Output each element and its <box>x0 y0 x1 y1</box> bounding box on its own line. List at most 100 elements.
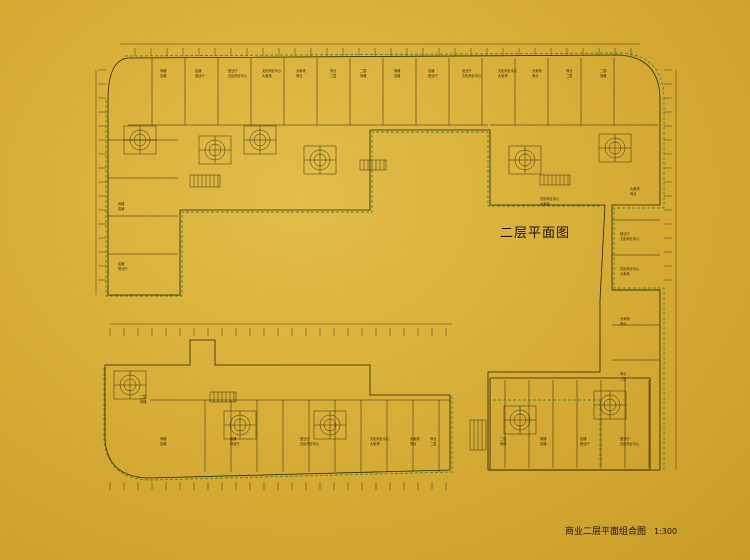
room-tag: 商业 <box>620 371 626 376</box>
escalator-frame <box>189 174 221 188</box>
room-tag: 二层 <box>140 394 146 399</box>
stair-core <box>598 133 632 163</box>
escalator <box>539 174 571 186</box>
room-tag: 商业 <box>566 68 572 73</box>
room-tag: 营业厅 <box>230 441 240 446</box>
room-tag: 二层 <box>500 436 506 441</box>
room-tag: 商业 <box>330 68 336 73</box>
room-tag: 营业厅 <box>462 68 472 73</box>
room-tag: 文化商业中心 <box>620 441 640 446</box>
room-tag: 文化商业中心 <box>228 73 248 78</box>
room-tags: 商铺店铺店铺营业厅营业厅文化商业中心文化商业中心大卖场大卖场商业商业二层二层商铺… <box>118 68 640 446</box>
room-tag: 商铺 <box>500 441 507 446</box>
room-tag: 店铺 <box>540 441 547 446</box>
room-tag: 店铺 <box>118 206 125 211</box>
drawing-title: 商业二层平面组合图 1:300 <box>565 524 677 537</box>
room-tag: 文化商业中心 <box>620 266 640 271</box>
room-tag: 店铺 <box>230 436 237 441</box>
core-fixtures <box>113 125 632 451</box>
room-tag: 大卖场 <box>296 68 306 73</box>
room-tag: 大卖场 <box>620 316 630 321</box>
boundary-line <box>488 399 601 470</box>
room-tag: 商铺 <box>360 73 367 78</box>
room-tag: 二层 <box>360 68 366 73</box>
room-tag: 营业厅 <box>580 441 590 446</box>
stair-core <box>223 410 257 440</box>
room-tag: 文化商业中心 <box>262 68 282 73</box>
stair-core <box>198 135 232 165</box>
boundary-line <box>124 52 665 472</box>
plan-walls <box>104 54 661 479</box>
room-tag: 营业厅 <box>620 231 630 236</box>
escalator-frame <box>359 159 387 171</box>
room-tag: 大卖场 <box>630 186 640 191</box>
room-tag: 商业 <box>620 321 626 326</box>
room-tag: 二层 <box>566 73 572 78</box>
room-tag: 店铺 <box>160 441 167 446</box>
room-tag: 二层 <box>430 441 436 446</box>
room-tag: 大卖场 <box>498 73 508 78</box>
room-tag: 商铺 <box>140 399 147 404</box>
room-tag: 店铺 <box>195 68 202 73</box>
room-tag: 文化商业中心 <box>620 236 640 241</box>
room-tag: 文化商业中心 <box>462 73 482 78</box>
room-tag: 大卖场 <box>262 73 272 78</box>
escalator <box>359 159 387 171</box>
room-tag: 商业 <box>410 441 416 446</box>
room-tag: 店铺 <box>428 68 435 73</box>
room-tag: 营业厅 <box>300 436 310 441</box>
wall-outline <box>107 54 661 471</box>
room-tag: 商业 <box>630 191 636 196</box>
wall-outline <box>489 377 651 471</box>
room-tag: 商铺 <box>160 68 167 73</box>
stair-core <box>593 390 627 420</box>
room-tag: 文化商业中心 <box>370 436 390 441</box>
room-tag: 店铺 <box>160 73 167 78</box>
stair-core <box>303 145 337 175</box>
room-tag: 营业厅 <box>118 266 128 271</box>
stair-core <box>113 370 147 400</box>
stair-core <box>313 410 347 440</box>
room-tag: 商业 <box>296 73 302 78</box>
room-tag: 大卖场 <box>410 436 420 441</box>
room-tag: 文化商业中心 <box>540 196 560 201</box>
stair-core <box>508 145 542 175</box>
room-tag: 二层 <box>620 376 626 381</box>
room-tag: 商铺 <box>394 68 401 73</box>
room-tag: 大卖场 <box>540 201 550 206</box>
drawing-scale: 1:300 <box>654 527 678 536</box>
room-tag: 商业 <box>532 73 538 78</box>
center-plan-label: 二层平面图 <box>500 226 571 241</box>
stair-core <box>123 125 157 155</box>
room-tag: 商业 <box>430 436 436 441</box>
green-boundary <box>103 52 665 481</box>
grid-axes <box>95 43 677 490</box>
escalator-frame <box>539 174 571 186</box>
room-tag: 大卖场 <box>532 68 542 73</box>
boundary-line <box>103 368 453 481</box>
room-tag: 商铺 <box>600 73 607 78</box>
store-partitions <box>108 58 660 472</box>
stair-core <box>503 405 537 435</box>
room-tag: 店铺 <box>118 261 125 266</box>
room-tag: 商铺 <box>540 436 547 441</box>
escalator <box>209 391 237 403</box>
room-tag: 营业厅 <box>195 73 205 78</box>
room-tag: 文化商业中心 <box>498 68 518 73</box>
room-tag: 商铺 <box>118 201 125 206</box>
room-tag: 二层 <box>330 73 336 78</box>
room-tag: 营业厅 <box>228 68 238 73</box>
stair-core <box>243 125 277 155</box>
room-tag: 店铺 <box>580 436 587 441</box>
room-tag: 大卖场 <box>370 441 380 446</box>
escalator <box>189 174 221 188</box>
escalator <box>469 419 487 451</box>
room-tag: 二层 <box>600 68 606 73</box>
wall-outline <box>104 339 451 479</box>
escalator-frame <box>209 391 237 403</box>
drawing-title-text: 商业二层平面组合图 <box>565 527 647 537</box>
room-tag: 商铺 <box>160 436 167 441</box>
room-tag: 店铺 <box>394 73 401 78</box>
room-tag: 营业厅 <box>428 73 438 78</box>
